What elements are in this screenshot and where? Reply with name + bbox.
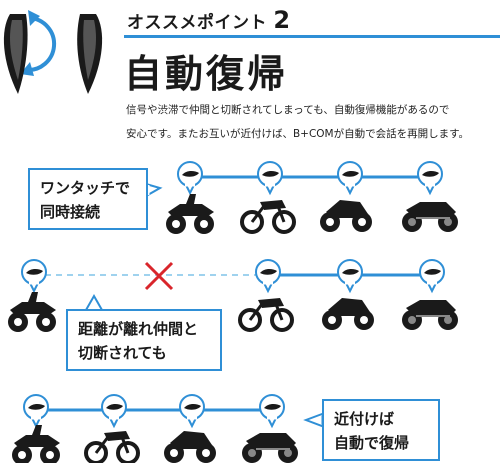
headset-icon [178, 393, 206, 428]
headset-pair-icon [3, 10, 103, 94]
point-number: 2 [273, 6, 291, 34]
point-label: オススメポイント 2 [127, 6, 291, 34]
motocross-bike-icon [84, 429, 140, 463]
headset-icon [22, 393, 50, 428]
sport-bike-icon [164, 431, 216, 463]
cruiser-bike-icon [401, 299, 459, 331]
headset-icon [256, 160, 284, 195]
cruiser-bike-icon [401, 201, 459, 233]
callout-auto-reconnect: 近付けば 自動で復帰 [322, 399, 440, 461]
headset-icon [20, 258, 48, 293]
callout-disconnected: 距離が離れ仲間と 切断されても [66, 309, 222, 371]
motocross-bike-icon [238, 296, 294, 332]
sport-bike-icon [320, 200, 372, 232]
headset-icon [418, 258, 446, 293]
headset-icon [258, 393, 286, 428]
page-title: 自動復帰 [124, 52, 289, 96]
atv-icon [8, 292, 56, 332]
sport-bike-icon [322, 298, 374, 330]
atv-icon [12, 425, 60, 463]
callout-one-touch: ワンタッチで 同時接続 [28, 168, 148, 230]
headset-icon [100, 393, 128, 428]
motocross-bike-icon [240, 198, 296, 234]
description: 信号や渋滞で仲間と切断されてしまっても、自動復帰機能があるので 安心です。またお… [126, 104, 470, 140]
headset-icon [254, 258, 282, 293]
disconnect-x-icon [144, 261, 174, 291]
cruiser-bike-icon [241, 432, 299, 463]
atv-icon [166, 194, 214, 234]
headset-icon [416, 160, 444, 195]
headset-icon [336, 160, 364, 195]
headset-icon [336, 258, 364, 293]
title-divider [124, 35, 500, 38]
headset-icon [176, 160, 204, 195]
